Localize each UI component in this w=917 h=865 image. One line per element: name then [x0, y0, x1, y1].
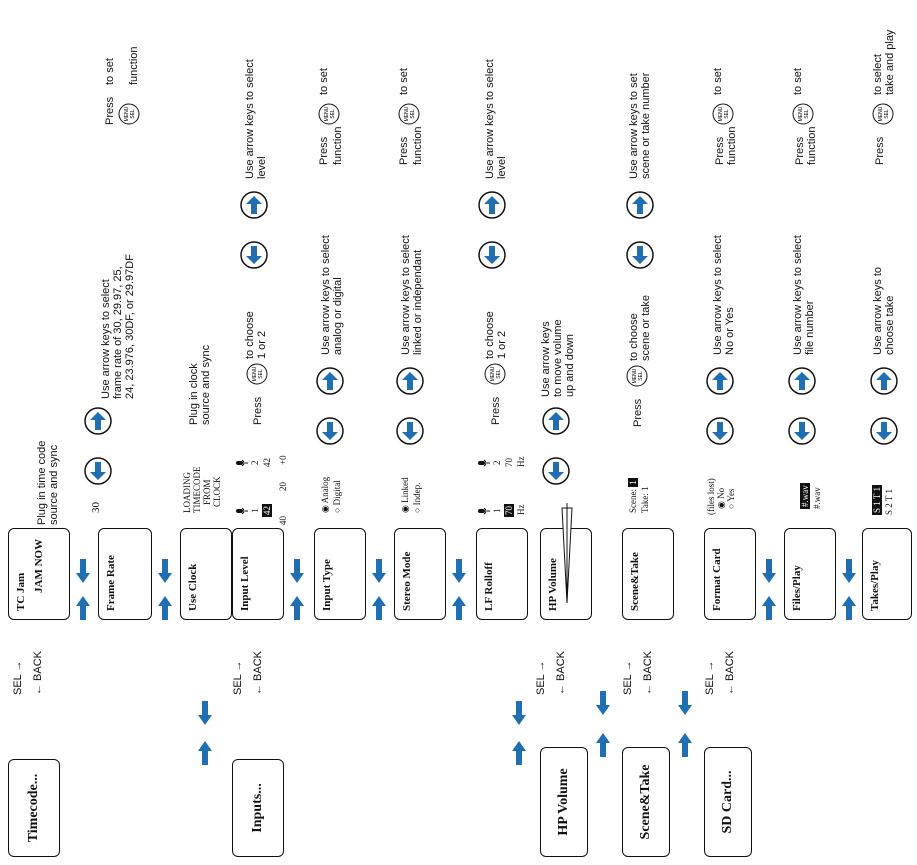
svg-text:SEL: SEL [804, 109, 810, 119]
right-arrow-key-icon [84, 407, 112, 435]
right-arrow-key-icon [542, 407, 570, 435]
menu-hp-volume: HP Volume [540, 747, 588, 857]
arrow-down-icon [452, 559, 466, 583]
left-arrow-key-icon [316, 417, 344, 445]
mic-icon [236, 459, 248, 467]
submenu-files-play: Files/Play [784, 528, 836, 620]
svg-text:MENU: MENU [324, 106, 330, 121]
svg-text:MENU: MENU [252, 366, 258, 381]
menu-scene-take: Scene&Take [622, 747, 670, 857]
submenu-use-clock: Use Clock [180, 528, 232, 620]
svg-text:MENU: MENU [632, 368, 638, 383]
tc-jam-line2: source and sync [48, 444, 60, 525]
svg-text:SEL: SEL [330, 109, 336, 119]
submenu-takes-play: Takes/Play [862, 528, 912, 620]
arrow-down-icon [158, 559, 172, 583]
left-arrow-key-icon [542, 457, 570, 485]
arrow-down-icon [290, 559, 304, 583]
arrow-up-icon [290, 596, 304, 620]
right-arrow-key-icon [870, 367, 898, 395]
arrow-down-icon [596, 691, 610, 715]
submenu-scene-take: Scene&Take [622, 528, 674, 620]
svg-text:SEL: SEL [258, 369, 264, 379]
arrow-up-icon [512, 741, 526, 765]
arrow-up-icon [198, 741, 212, 765]
arrow-down-icon [842, 559, 856, 583]
menu-sd-card: SD Card... [704, 747, 752, 857]
tc-jam-line1: Plug in time code [36, 440, 48, 525]
svg-text:MENU: MENU [404, 106, 410, 121]
arrow-up-icon [452, 596, 466, 620]
svg-text:SEL: SEL [410, 109, 416, 119]
arrow-up-icon [842, 596, 856, 620]
svg-text:MENU: MENU [798, 106, 804, 121]
right-arrow-key-icon [478, 191, 506, 219]
svg-text:MENU: MENU [124, 106, 130, 121]
svg-text:MENU: MENU [878, 106, 884, 121]
right-arrow-key-icon [396, 367, 424, 395]
menu-timecode: Timecode... [8, 759, 60, 857]
submenu-frame-rate: Frame Rate [98, 528, 152, 620]
submenu-input-level: Input Level [232, 528, 284, 620]
svg-text:SEL: SEL [130, 109, 136, 119]
arrow-up-icon [158, 596, 172, 620]
left-arrow-key-icon [240, 241, 268, 269]
mic-icon [478, 459, 490, 467]
submenu-format-card: Format Card [704, 528, 756, 620]
arrow-up-icon [762, 596, 776, 620]
left-arrow-key-icon [870, 417, 898, 445]
left-arrow-key-icon [626, 241, 654, 269]
right-arrow-key-icon [316, 367, 344, 395]
frame-rate-value: 30 [90, 502, 102, 513]
right-arrow-key-icon [706, 367, 734, 395]
submenu-input-type: Input Type [314, 528, 366, 620]
mic-icon [236, 507, 248, 515]
volume-slider-icon [561, 503, 573, 604]
right-arrow-key-icon [626, 191, 654, 219]
arrow-down-icon [198, 701, 212, 725]
right-arrow-key-icon [240, 191, 268, 219]
arrow-down-icon [762, 559, 776, 583]
left-arrow-key-icon [84, 457, 112, 485]
arrow-down-icon [512, 701, 526, 725]
submenu-lf-rolloff: LF Rolloff [476, 528, 528, 620]
svg-text:SEL: SEL [724, 109, 730, 119]
arrow-up-icon [76, 596, 90, 620]
left-arrow-key-icon [788, 417, 816, 445]
right-arrow-key-icon [788, 367, 816, 395]
left-arrow-key-icon [396, 417, 424, 445]
svg-text:SEL: SEL [638, 371, 644, 381]
mic-icon [478, 507, 490, 515]
svg-text:SEL: SEL [496, 369, 502, 379]
arrow-up-icon [372, 596, 386, 620]
arrow-up-icon [678, 733, 692, 757]
arrow-down-icon [678, 691, 692, 715]
svg-text:MENU: MENU [490, 366, 496, 381]
submenu-tc-jam: TC Jam JAM NOW [8, 528, 70, 620]
arrow-down-icon [372, 559, 386, 583]
arrow-down-icon [76, 559, 90, 583]
svg-text:SEL: SEL [884, 109, 890, 119]
submenu-stereo-mode: Stereo Mode [394, 528, 446, 620]
svg-text:MENU: MENU [718, 106, 724, 121]
left-arrow-key-icon [706, 417, 734, 445]
left-arrow-key-icon [478, 241, 506, 269]
arrow-up-icon [596, 733, 610, 757]
menu-inputs: Inputs... [232, 759, 284, 857]
